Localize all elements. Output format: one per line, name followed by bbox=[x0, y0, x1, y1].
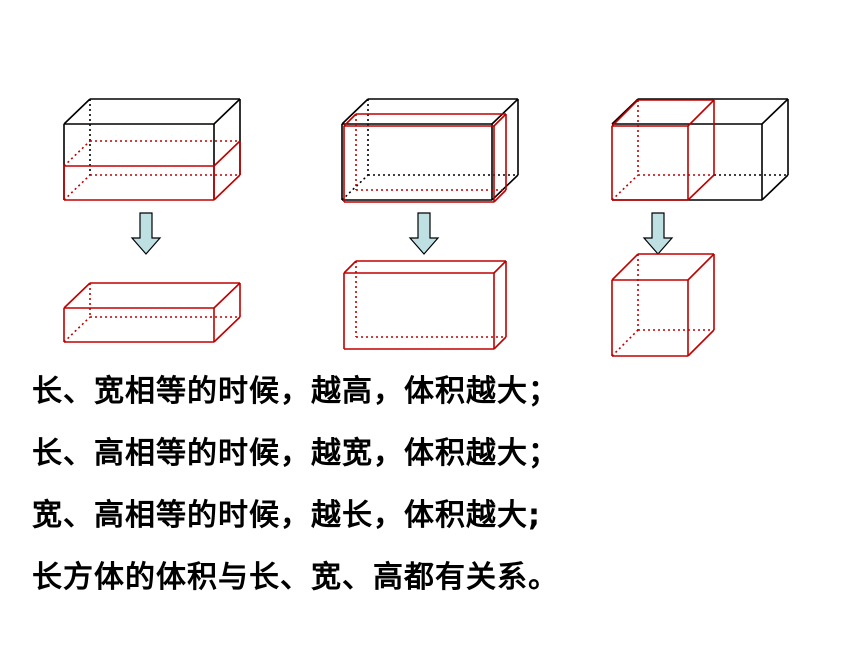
box-1-result bbox=[63, 282, 241, 343]
statement-conclusion: 长方体的体积与长、宽、高都有关系。 bbox=[32, 560, 559, 595]
statement-length: 宽、高相等的时候，越长，体积越大; bbox=[32, 498, 541, 533]
box-2-red-part bbox=[343, 113, 507, 203]
down-arrow-3 bbox=[642, 212, 674, 255]
box-2-result bbox=[343, 260, 507, 350]
box-1-red-slab bbox=[63, 140, 241, 201]
down-arrow-2 bbox=[408, 212, 440, 255]
statement-height: 长、宽相等的时候，越高，体积越大； bbox=[32, 374, 559, 409]
box-2-original bbox=[341, 98, 519, 201]
cuboid-comparison-diagram bbox=[63, 98, 789, 357]
box-1-original bbox=[63, 98, 241, 200]
box-3-red-cube bbox=[611, 99, 715, 201]
down-arrow-1 bbox=[130, 212, 162, 255]
box-3-result bbox=[611, 253, 715, 357]
statement-width: 长、高相等的时候，越宽，体积越大； bbox=[32, 436, 559, 471]
